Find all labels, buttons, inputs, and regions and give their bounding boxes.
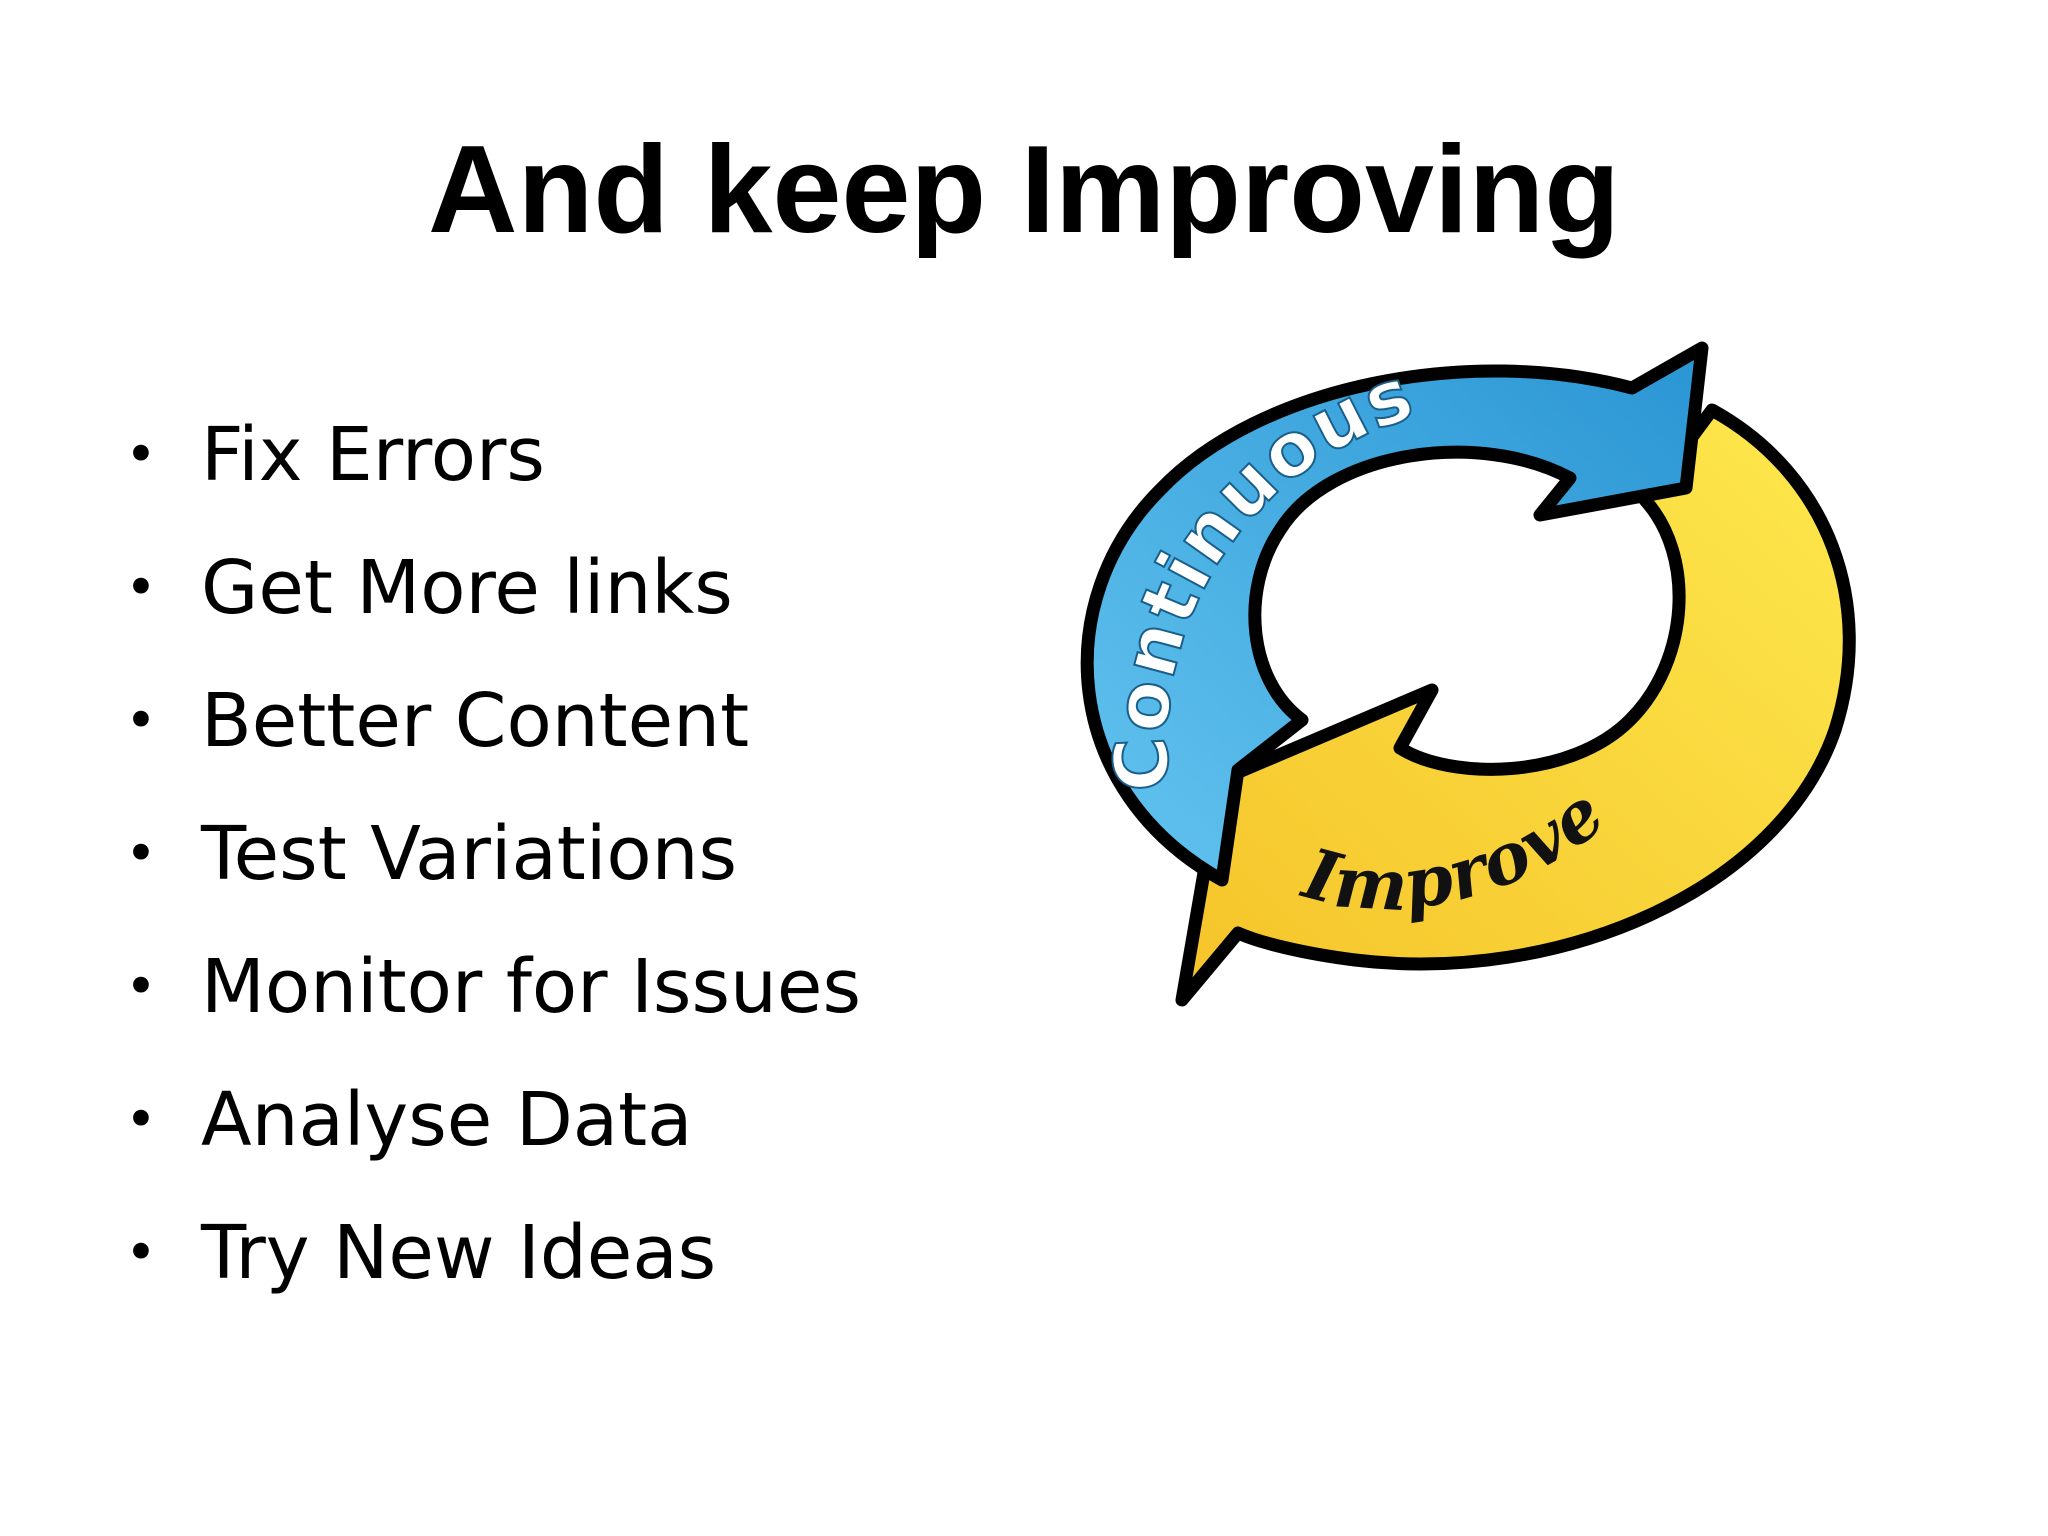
bullet-text: Analyse Data: [201, 1076, 693, 1163]
bullet-text: Test Variations: [201, 810, 738, 897]
bullet-list: • Fix Errors • Get More links • Better C…: [125, 388, 861, 1319]
list-item: • Better Content: [125, 654, 861, 787]
bullet-dot-icon: •: [125, 1087, 157, 1151]
bullet-text: Try New Ideas: [201, 1209, 717, 1296]
bullet-text: Get More links: [201, 544, 733, 631]
bullet-text: Monitor for Issues: [201, 943, 862, 1030]
bullet-dot-icon: •: [125, 954, 157, 1018]
slide-title: And keep Improving: [428, 121, 1620, 259]
bullet-text: Better Content: [201, 677, 750, 764]
list-item: • Fix Errors: [125, 388, 861, 521]
blue-arrow-icon: [1080, 341, 1709, 887]
bullet-dot-icon: •: [125, 555, 157, 619]
continuous-improvement-graphic: Continuous Improvement: [1060, 340, 1860, 1020]
bullet-dot-icon: •: [125, 422, 157, 486]
list-item: • Test Variations: [125, 787, 861, 920]
list-item: • Monitor for Issues: [125, 920, 861, 1053]
list-item: • Try New Ideas: [125, 1186, 861, 1319]
cycle-arrows-icon: Continuous Improvement: [1060, 340, 1856, 1007]
bullet-dot-icon: •: [125, 688, 157, 752]
list-item: • Analyse Data: [125, 1053, 861, 1186]
bullet-dot-icon: •: [125, 821, 157, 885]
bullet-dot-icon: •: [125, 1220, 157, 1284]
yellow-arrow-icon: [1175, 403, 1856, 1007]
list-item: • Get More links: [125, 521, 861, 654]
bullet-text: Fix Errors: [201, 411, 545, 498]
